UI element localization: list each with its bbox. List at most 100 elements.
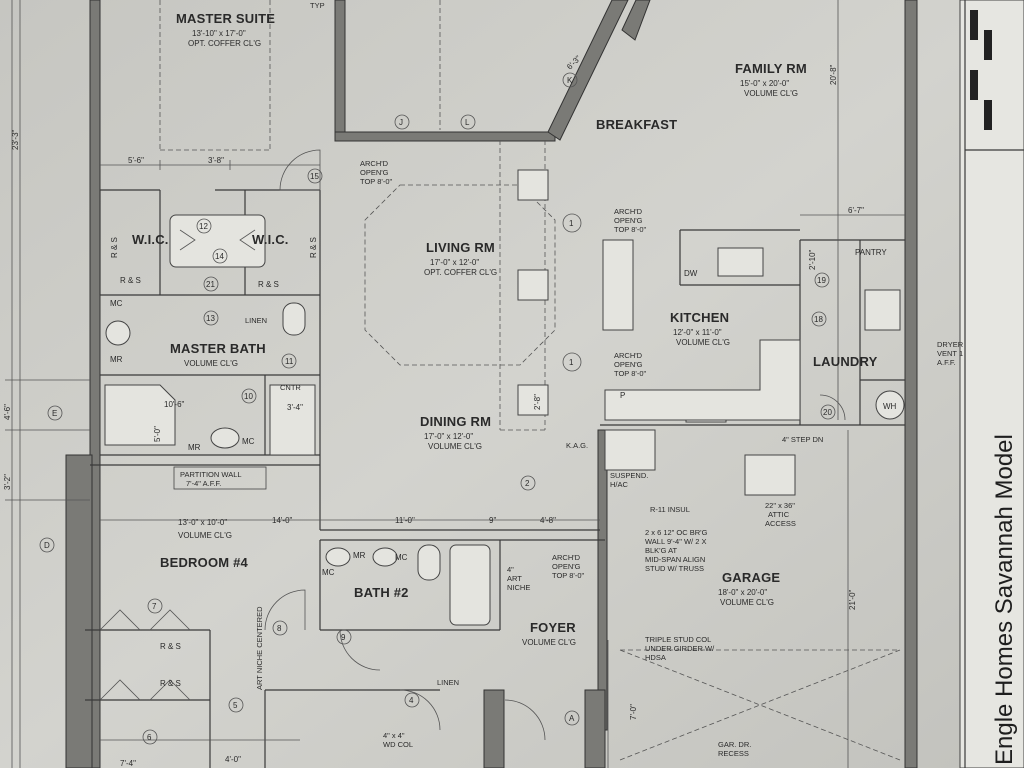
note-text: LINEN bbox=[437, 678, 459, 687]
title-strip: Engle Homes Savannah Model bbox=[959, 0, 1024, 768]
tag-label: 14 bbox=[215, 252, 224, 261]
garage-label: GARAGE bbox=[722, 570, 780, 585]
dimension-label: 4'-8" bbox=[540, 516, 556, 525]
fixture-label: P bbox=[620, 391, 625, 400]
note-text: ARCH'D bbox=[360, 159, 389, 168]
dimension-label: 11'-0" bbox=[395, 516, 415, 525]
tag-label: 19 bbox=[817, 276, 826, 285]
dimension-label: 23'-3" bbox=[11, 129, 20, 150]
tag-label: J bbox=[399, 118, 403, 127]
foyer-label: FOYER bbox=[530, 620, 576, 635]
dimension-label: 7'-4" bbox=[120, 759, 136, 768]
note-text: WD COL bbox=[383, 740, 413, 749]
note-text: R-11 INSUL bbox=[650, 505, 690, 514]
fixture-label: R & S bbox=[258, 280, 279, 289]
tag-label: 21 bbox=[206, 280, 215, 289]
pantry-label: PANTRY bbox=[855, 248, 887, 257]
fixture-label: MC bbox=[242, 437, 255, 446]
note-text: A.F.F. bbox=[937, 358, 956, 367]
dimension-label: 10'-6" bbox=[164, 400, 185, 409]
note-text: PARTITION WALL bbox=[180, 470, 242, 479]
note-text: TOP 8'-0" bbox=[552, 571, 585, 580]
tag-label: D bbox=[44, 541, 50, 550]
tag-label: 6 bbox=[147, 733, 152, 742]
tag-label: 20 bbox=[823, 408, 832, 417]
master-suite-size: 13'-10" x 17'-0" bbox=[192, 29, 246, 38]
kitchen-ceiling: VOLUME CL'G bbox=[676, 338, 730, 347]
dimension-label: 20'-8" bbox=[829, 64, 838, 85]
notes: ARCH'D OPEN'G TOP 8'-0" ARCH'D OPEN'G TO… bbox=[173, 1, 964, 758]
note-text: MID-SPAN ALIGN bbox=[645, 555, 705, 564]
wic-right-label: W.I.C. bbox=[252, 232, 289, 247]
dimension-label: 14'-0" bbox=[272, 516, 293, 525]
dimension-label: 5'-0" bbox=[153, 426, 162, 442]
fixture-label: MR bbox=[188, 443, 201, 452]
note-text: STUD W/ TRUSS bbox=[645, 564, 704, 573]
tag-label: 11 bbox=[285, 357, 294, 366]
fixture-label: MR bbox=[110, 355, 123, 364]
note-text: OPEN'G bbox=[614, 216, 643, 225]
dimension-label: 6'-7" bbox=[848, 206, 864, 215]
tag-label: 18 bbox=[814, 315, 823, 324]
living-rm-ceiling: OPT. COFFER CL'G bbox=[424, 268, 497, 277]
note-text: UNDER GIRDER W/ bbox=[645, 644, 715, 653]
note-text: HDSA bbox=[645, 653, 666, 662]
exterior-walls bbox=[65, 0, 918, 768]
fixtures bbox=[104, 169, 905, 626]
dimension-label: 4'-0" bbox=[225, 755, 241, 764]
note-text: OPEN'G bbox=[552, 562, 581, 571]
note-text: 2 x 6 12" OC BR'G bbox=[645, 528, 708, 537]
wic-left-label: W.I.C. bbox=[132, 232, 169, 247]
master-suite-ceiling: OPT. COFFER CL'G bbox=[188, 39, 261, 48]
family-rm-size: 15'-0" x 20'-0" bbox=[740, 79, 789, 88]
tag-label: 5 bbox=[233, 701, 238, 710]
fixture-label: MR bbox=[353, 551, 366, 560]
note-text: VENT 1 bbox=[937, 349, 963, 358]
note-text: RECESS bbox=[718, 749, 749, 758]
fixture-label: MC bbox=[322, 568, 335, 577]
dimension-label: 3'-8" bbox=[208, 156, 224, 165]
dining-rm-label: DINING RM bbox=[420, 414, 491, 429]
garage-size: 18'-0" x 20'-0" bbox=[718, 588, 767, 597]
note-text: 22" x 36" bbox=[765, 501, 795, 510]
fixture-label: R & S bbox=[110, 237, 119, 258]
note-text: OPEN'G bbox=[360, 168, 389, 177]
dimension-label: 2'-10" bbox=[808, 249, 817, 270]
note-text: GAR. DR. bbox=[718, 740, 751, 749]
room-labels: MASTER SUITE 13'-10" x 17'-0" OPT. COFFE… bbox=[132, 11, 887, 647]
breakfast-label: BREAKFAST bbox=[596, 117, 677, 132]
note-text: ATTIC bbox=[768, 510, 790, 519]
note-text: ARCH'D bbox=[614, 207, 643, 216]
model-title: Engle Homes Savannah Model bbox=[991, 434, 1018, 765]
note-text: TOP 8'-0" bbox=[614, 369, 647, 378]
tag-label: 10 bbox=[244, 392, 253, 401]
note-text: 4" bbox=[507, 565, 514, 574]
dimension-label: 7'-0" bbox=[629, 704, 638, 720]
fixture-label: MC bbox=[110, 299, 123, 308]
fixture-label: R & S bbox=[160, 642, 181, 651]
foyer-ceiling: VOLUME CL'G bbox=[522, 638, 576, 647]
tag-label: 12 bbox=[199, 222, 208, 231]
note-text: TRIPLE STUD COL bbox=[645, 635, 711, 644]
living-rm-label: LIVING RM bbox=[426, 240, 495, 255]
master-bath-label: MASTER BATH bbox=[170, 341, 266, 356]
dimension-lines bbox=[5, 0, 905, 768]
note-text: OPEN'G bbox=[614, 360, 643, 369]
tag-label: 7 bbox=[152, 602, 157, 611]
tag-label: A bbox=[569, 714, 575, 723]
fixture-label: DW bbox=[684, 269, 698, 278]
note-text: LINEN bbox=[245, 316, 267, 325]
kitchen-size: 12'-0" x 11'-0" bbox=[673, 328, 722, 337]
kitchen-label: KITCHEN bbox=[670, 310, 729, 325]
tag-label: 1 bbox=[569, 219, 574, 228]
note-text: 4" x 4" bbox=[383, 731, 405, 740]
master-suite-label: MASTER SUITE bbox=[176, 11, 275, 26]
note-text: 7'-4" A.F.F. bbox=[186, 479, 221, 488]
tag-label: E bbox=[52, 409, 57, 418]
note-text: ACCESS bbox=[765, 519, 796, 528]
tag-label: 8 bbox=[277, 624, 282, 633]
family-rm-label: FAMILY RM bbox=[735, 61, 807, 76]
fixture-label: R & S bbox=[160, 679, 181, 688]
tag-label: 1 bbox=[569, 358, 574, 367]
